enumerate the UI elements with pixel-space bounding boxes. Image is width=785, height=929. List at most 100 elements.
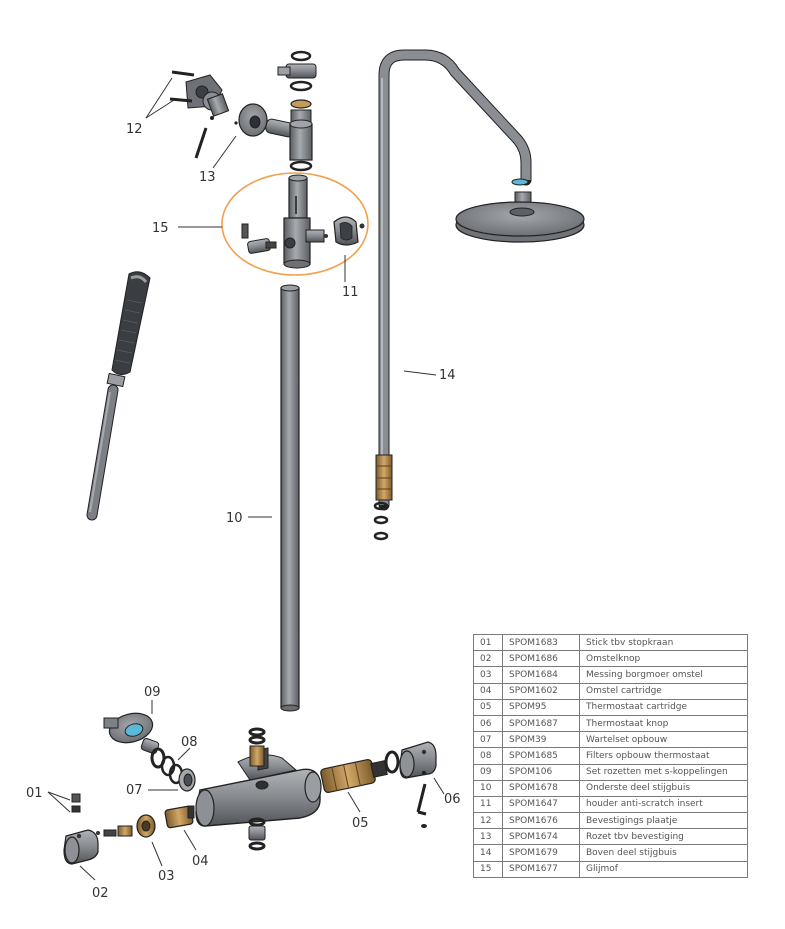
shower-head <box>455 178 585 243</box>
part-code-cell: SPOM1685 <box>502 747 580 765</box>
part-description-cell: houder anti-scratch insert <box>579 795 748 814</box>
part-description-cell: Rozet tbv bevestiging <box>579 828 748 846</box>
part-code-cell: SPOM1684 <box>502 666 580 684</box>
part-code-cell: SPOM1647 <box>502 795 580 814</box>
lower-riser-pipe <box>280 284 300 712</box>
part-number-cell: 15 <box>473 860 503 878</box>
part-number-cell: 03 <box>473 666 503 684</box>
diverter-knob-part-02 <box>63 829 99 865</box>
part-number-cell: 13 <box>473 828 503 846</box>
thermostat-knob-part-06 <box>399 741 437 828</box>
diverter-cartridge-part-04 <box>164 805 195 829</box>
upper-riser-o-rings <box>373 501 389 541</box>
callout-02: 02 <box>92 886 109 901</box>
top-connector-rings <box>248 727 266 767</box>
shower-hose <box>86 384 119 521</box>
part-number-cell: 10 <box>473 779 503 797</box>
callout-07: 07 <box>126 783 143 798</box>
lock-nut-part-03 <box>136 814 156 838</box>
callout-01: 01 <box>26 786 43 801</box>
part-number-cell: 12 <box>473 812 503 830</box>
part-code-cell: SPOM1686 <box>502 650 580 668</box>
part-number-cell: 09 <box>473 763 503 781</box>
part-code-cell: SPOM1676 <box>502 812 580 830</box>
slider-highlight-ring <box>221 172 369 276</box>
part-code-cell: SPOM1602 <box>502 682 580 700</box>
part-description-cell: Set rozetten met s-koppelingen <box>579 763 748 781</box>
part-number-cell: 06 <box>473 714 503 733</box>
mounting-plate-part-12 <box>169 70 230 159</box>
callout-14: 14 <box>439 368 456 383</box>
part-description-cell: Onderste deel stijgbuis <box>579 779 748 797</box>
swivel-set-part-07 <box>178 768 196 792</box>
callout-13: 13 <box>199 170 216 185</box>
part-number-cell: 04 <box>473 682 503 700</box>
rosette-part-13 <box>234 103 295 138</box>
part-description-cell: Boven deel stijgbuis <box>579 844 748 862</box>
part-number-cell: 08 <box>473 747 503 765</box>
part-description-cell: Thermostaat cartridge <box>579 698 748 716</box>
callout-15: 15 <box>152 221 169 236</box>
callout-leaders <box>47 77 445 881</box>
top-stack-fittings <box>277 50 317 172</box>
part-description-cell: Omstelknop <box>579 650 748 668</box>
slider-assembly-part-15 <box>241 174 325 269</box>
part-description-cell: Glijmof <box>579 860 748 878</box>
part-description-cell: Thermostaat knop <box>579 714 748 733</box>
part-number-cell: 02 <box>473 650 503 668</box>
part-number-cell: 01 <box>473 633 503 652</box>
callout-09: 09 <box>144 685 161 700</box>
part-code-cell: SPOM1677 <box>502 860 580 878</box>
part-description-cell: Messing borgmoer omstel <box>579 666 748 684</box>
callout-11: 11 <box>342 285 359 300</box>
part-number-cell: 14 <box>473 844 503 862</box>
upper-riser-pipe <box>375 49 532 511</box>
callout-12: 12 <box>126 122 143 137</box>
callout-03: 03 <box>158 869 175 884</box>
part-number-cell: 07 <box>473 731 503 749</box>
callout-04: 04 <box>192 854 209 869</box>
callout-08: 08 <box>181 735 198 750</box>
part-number-cell: 11 <box>473 795 503 814</box>
part-code-cell: SPOM1687 <box>502 714 580 733</box>
part-code-cell: SPOM1679 <box>502 844 580 862</box>
filters-part-08 <box>150 747 184 785</box>
part-code-cell: SPOM1683 <box>502 633 580 652</box>
bottom-connector-rings <box>248 817 266 851</box>
part-number-cell: 05 <box>473 698 503 716</box>
part-code-cell: SPOM1674 <box>502 828 580 846</box>
stop-valve-stick-part-01 <box>71 793 81 813</box>
part-description-cell: Omstel cartridge <box>579 682 748 700</box>
callout-10: 10 <box>226 511 243 526</box>
holder-part-11 <box>324 216 365 246</box>
part-description-cell: Stick tbv stopkraan <box>579 633 748 652</box>
part-code-cell: SPOM1678 <box>502 779 580 797</box>
rosettes-part-09 <box>103 712 160 755</box>
spindle-parts <box>96 825 133 837</box>
part-description-cell: Wartelset opbouw <box>579 731 748 749</box>
thermostat-body <box>195 747 322 827</box>
thermostat-cartridge-part-05 <box>320 750 400 793</box>
part-description-cell: Bevestigings plaatje <box>579 812 748 830</box>
part-code-cell: SPOM106 <box>502 763 580 781</box>
part-description-cell: Filters opbouw thermostaat <box>579 747 748 765</box>
hand-shower <box>106 271 151 388</box>
